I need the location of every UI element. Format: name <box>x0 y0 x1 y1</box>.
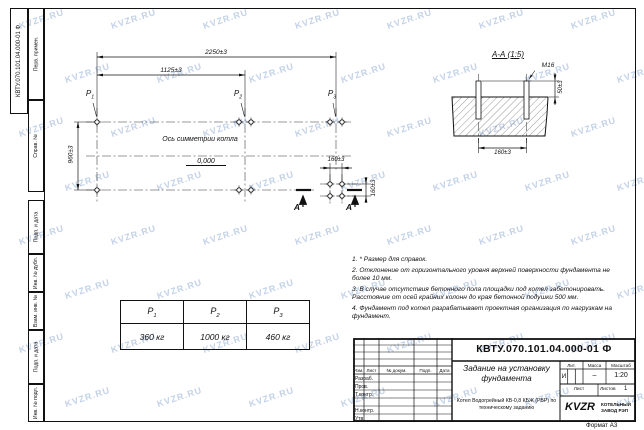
anchor-bolt-symbol <box>234 117 244 127</box>
mass-table-header-p2: Р2 <box>183 300 247 324</box>
dim-160-section-label: 160±3 <box>494 150 511 156</box>
tb-lit-value: И <box>561 372 567 380</box>
tb-row-razrab: Разраб. <box>355 375 374 382</box>
tb-designation: КВТУ.070.101.04.000-01 Ф <box>476 343 612 355</box>
dimension-lines <box>76 55 557 203</box>
side-cell-podp-data-1: Подп. и дата <box>28 200 44 254</box>
anchor-bolt-m16 <box>523 80 530 120</box>
anchor-bolt-symbol <box>92 185 102 195</box>
tb-row-utv: Утв. <box>355 415 365 422</box>
mass-table: Р1 Р2 Р3 360 кг 1000 кг 460 кг <box>120 300 310 350</box>
tb-sheets-label: Листов <box>600 386 616 392</box>
section-letter-a-right: А <box>345 202 353 212</box>
title-block: Изм. Лист № докум. Подп. Дата Разраб. Пр… <box>353 338 636 422</box>
anchor-bolt-symbol <box>325 117 335 127</box>
anchor-bolt-symbol <box>325 191 335 201</box>
tb-col-podp: Подп. <box>419 367 432 373</box>
side-cell-podp-data-2: Подп. и дата <box>28 330 44 384</box>
extension-lines <box>74 52 559 197</box>
mass-table-value-row: 360 кг 1000 кг 460 кг <box>120 323 310 350</box>
tb-lit-label: Лит. <box>567 362 576 368</box>
anchor-bolt-symbol <box>337 191 347 201</box>
anchor-bolt-symbol <box>92 117 102 127</box>
mass-table-header-p1: Р1 <box>120 300 184 324</box>
point-p3-label: Р3 <box>327 89 337 101</box>
anchor-bolt-m16 <box>475 80 482 120</box>
tb-mass-label: Масса <box>587 362 602 368</box>
tb-row-prov: Пров. <box>355 383 369 390</box>
section-view-title: А-А (1:5) <box>491 50 524 59</box>
anchor-bolts <box>92 117 347 201</box>
dim-1125-label: 1125±3 <box>160 66 182 74</box>
side-cell-inv-podl: Инв. № подл. <box>28 384 44 422</box>
tb-sheet-label: Лист <box>573 386 585 392</box>
side-cell-perv-primen: Перв. примен. <box>28 8 44 100</box>
foundation-concrete-section <box>451 96 549 137</box>
tb-doc-title: Задание на установку фундамента <box>463 364 550 384</box>
corner-designation-box: КВТУ.070.101.04.000-01 Ф <box>10 8 28 114</box>
tb-row-nkontr: Н.контр. <box>355 407 375 414</box>
section-cut-marks <box>296 188 362 207</box>
mass-value-p3: 460 кг <box>246 323 310 350</box>
tb-col-list: Лист <box>366 367 377 373</box>
tb-scale-value: 1:20 <box>614 372 628 379</box>
dim-50-label: 50±3 <box>558 80 564 94</box>
side-cell-vzam-inv: Взам. инв. № <box>28 292 44 330</box>
tb-sheets-value: 1 <box>624 385 628 392</box>
section-letter-a-left: А <box>293 202 301 212</box>
anchor-bolt-symbol <box>246 117 256 127</box>
tb-col-dokum: № докум. <box>386 367 407 373</box>
mass-table-header-p3: Р3 <box>246 300 310 324</box>
tb-product-desc: Котел Водогрейный КВ-0,8 КБЖ (РВР) по те… <box>456 398 557 411</box>
leader-lines <box>92 70 536 117</box>
tb-col-data: Дата <box>439 367 450 373</box>
side-cell-sprav-no: Справ. № <box>28 100 44 192</box>
dim-160-vertical-label: 160±3 <box>371 179 377 197</box>
note-line-3: 3. В случае отсутствия бетонного пола пл… <box>352 285 606 302</box>
mass-value-p2: 1000 кг <box>183 323 247 350</box>
bolt-m16-label: M16 <box>541 62 555 69</box>
boiler-symmetry-axis-label: Ось симметрии котла <box>162 136 238 143</box>
drawing-frame <box>44 8 636 422</box>
mass-table-header-row: Р1 Р2 Р3 <box>120 300 310 324</box>
anchor-bolt-symbol <box>246 185 256 195</box>
dim-2250-label: 2250±3 <box>205 48 227 56</box>
level-mark-label: 0,000 <box>186 158 226 166</box>
tb-mass-value: – <box>592 372 597 379</box>
note-line-2: 2. Отклонение от горизонтального уровня … <box>352 266 610 283</box>
org-name-line1: КОТЕЛЬНЫЙ <box>601 402 631 407</box>
anchor-bolt-symbol <box>337 117 347 127</box>
org-name-line2: ЗАВОД РЭП <box>601 408 629 413</box>
point-p1-label: Р1 <box>85 89 95 101</box>
dim-960-label: 960±3 <box>67 145 75 164</box>
section-view-geometry <box>451 80 549 137</box>
anchor-bolt-symbol <box>337 179 347 189</box>
notes-block: 1. * Размер для справок. 2. Отклонение о… <box>352 256 630 324</box>
tb-row-tkontr: Т.контр. <box>355 391 374 398</box>
anchor-bolt-symbol <box>234 185 244 195</box>
side-cell-inv-dubl: Инв. № дубл. <box>28 254 44 292</box>
dim-160-horizontal-label: 160±3 <box>327 156 345 163</box>
tb-col-izm: Изм. <box>353 367 364 373</box>
mass-value-p1: 360 кг <box>120 323 184 350</box>
kvzr-logo: KVZR <box>565 401 595 413</box>
format-label: Формат А3 <box>586 422 618 429</box>
note-line-1: 1. * Размер для справок. <box>352 256 428 263</box>
note-line-4: 4. Фундамент под котел разрабатывает про… <box>352 304 612 321</box>
point-p2-label: Р2 <box>233 89 243 101</box>
anchor-bolt-symbol <box>325 179 335 189</box>
tb-scale-label: Масштаб <box>611 362 631 368</box>
title-block-grid <box>353 338 636 422</box>
